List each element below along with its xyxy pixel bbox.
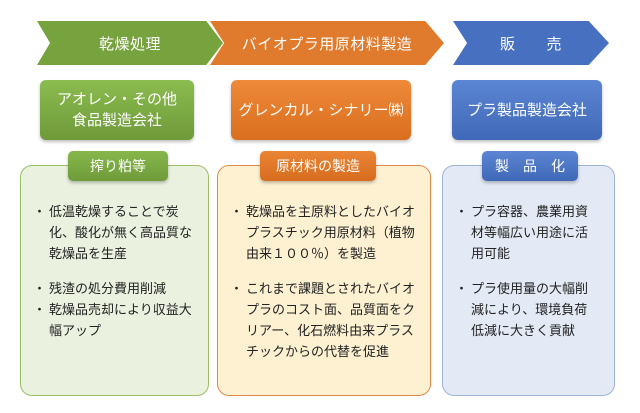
stage-arrow-label: バイオプラ用原材料製造 [241, 34, 413, 53]
company-box-plastic-manufacturer: プラ製品製造会社 [452, 80, 602, 140]
bullet-item: プラ容器、農業用資材等幅広い用途に活用可能 [455, 202, 600, 265]
stage-arrow-bioplastic-material: バイオプラ用原材料製造 [210, 21, 444, 65]
stage-arrow-sales: 販 売 [453, 21, 609, 65]
description-panel-drying: 低温乾燥することで炭化、酸化が無く高品質な乾燥品を生産 残渣の処分費用削減 乾燥… [20, 165, 209, 396]
bullet-item: 乾燥品売却により収益大幅アップ [33, 300, 194, 342]
bullet-item: 低温乾燥することで炭化、酸化が無く高品質な乾燥品を生産 [33, 202, 194, 265]
company-name-line: グレンカル・シナリー㈱ [238, 100, 404, 119]
company-box-food-manufacturer: アオレン・その他 食品製造会社 [40, 80, 194, 140]
company-name-line: プラ製品製造会社 [466, 100, 587, 119]
section-label-pomace: 搾り粕等 [68, 151, 168, 181]
section-label-material-production: 原材料の製造 [260, 151, 376, 181]
company-name-line: 食品製造会社 [71, 111, 162, 129]
company-box-glencal-synery: グレンカル・シナリー㈱ [231, 80, 411, 140]
section-label-productization: 製 品 化 [482, 151, 578, 181]
stage-arrow-drying: 乾燥処理 [37, 21, 223, 65]
bullet-item: プラ使用量の大幅削減により、環境負荷低減に大きく貢献 [455, 279, 600, 342]
stage-arrow-label: 販 売 [499, 34, 562, 53]
bullet-item: 乾燥品を主原料としたバイオプラスチック用原材料（植物由来１００％）を製造 [230, 202, 416, 265]
description-panel-material: 乾燥品を主原料としたバイオプラスチック用原材料（植物由来１００％）を製造 これま… [217, 165, 431, 396]
company-name-line: アオレン・その他 [56, 90, 177, 108]
bullet-item: これまで課題とされたバイオプラのコスト面、品質面をクリアー、化石燃料由来プラスチ… [230, 279, 416, 363]
stage-arrow-label: 乾燥処理 [98, 34, 161, 53]
bullet-item: 残渣の処分費用削減 [33, 279, 194, 300]
description-panel-productization: プラ容器、農業用資材等幅広い用途に活用可能 プラ使用量の大幅削減により、環境負荷… [442, 165, 615, 396]
